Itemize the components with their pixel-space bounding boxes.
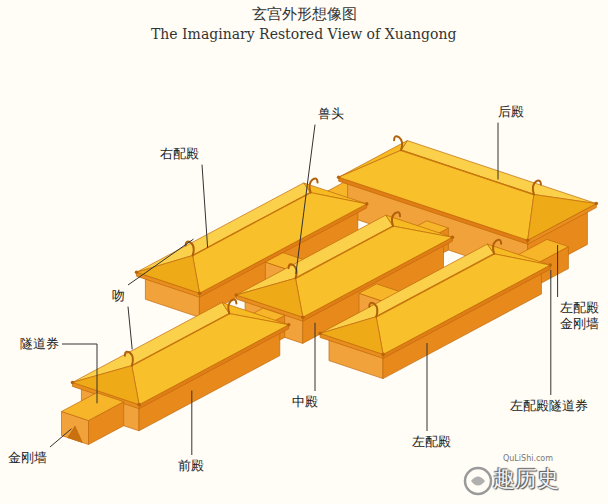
roof-ridge xyxy=(376,254,494,317)
leader-line xyxy=(550,270,551,395)
subtitle: The Imaginary Restored View of Xuangong xyxy=(151,26,456,43)
beast-head xyxy=(135,270,139,274)
callout-label: 隧道券 xyxy=(20,336,59,352)
ridge-ornament xyxy=(125,352,133,366)
beast-head xyxy=(198,291,202,295)
callout-label: 右配殿 xyxy=(160,146,199,162)
leader-line xyxy=(202,165,208,248)
beast-head xyxy=(287,323,291,327)
beast-head xyxy=(71,381,75,385)
beast-head xyxy=(137,403,141,407)
beast-head xyxy=(301,315,305,319)
beast-head xyxy=(318,332,322,336)
title: 玄宫外形想像图 xyxy=(252,5,357,23)
beast-head xyxy=(381,353,385,357)
watermark-logo xyxy=(465,468,491,494)
ridge-ornament xyxy=(392,212,400,226)
roof-ridge xyxy=(296,226,394,278)
beast-head xyxy=(365,202,369,206)
leader-lines xyxy=(50,123,558,455)
ridge-ornament xyxy=(369,303,377,317)
ridge-ornament xyxy=(493,240,501,254)
leader-line xyxy=(128,307,132,350)
roof-hip xyxy=(528,195,597,241)
leader-line xyxy=(128,239,194,285)
roof-slope xyxy=(376,254,550,355)
beast-head xyxy=(451,236,455,240)
roof-ridge xyxy=(401,150,534,194)
callout-label: 左配殿隧道券 xyxy=(510,398,588,414)
leader-line xyxy=(557,245,558,297)
beast-head xyxy=(234,293,238,297)
roof-ridge xyxy=(193,193,311,256)
roof-slope xyxy=(132,314,289,405)
callout-label: 前殿 xyxy=(178,458,204,474)
hall-block xyxy=(318,240,552,379)
leader-line xyxy=(50,429,71,447)
callout-label: 金刚墙 xyxy=(8,450,47,466)
watermark-logo xyxy=(471,477,485,486)
ridge-ornament xyxy=(228,300,236,314)
leader-line xyxy=(296,125,315,274)
leader-line xyxy=(191,391,192,455)
callout-label: 吻 xyxy=(112,288,125,304)
beast-head xyxy=(526,238,530,242)
hall-block xyxy=(62,393,124,445)
roof-ridge xyxy=(132,314,230,366)
roof-hip xyxy=(320,317,383,355)
xuangong-halls xyxy=(62,136,599,444)
ridge-ornament xyxy=(289,264,297,278)
leader-line xyxy=(62,344,97,403)
ridge-ornament xyxy=(533,181,541,195)
beast-head xyxy=(595,202,599,206)
watermark: 趣历史 xyxy=(493,466,559,492)
beast-head xyxy=(337,175,341,179)
ridge-ornament xyxy=(394,136,402,150)
roof-hip xyxy=(137,256,200,294)
watermark: QuLiShi.com xyxy=(503,454,553,464)
callout-label: 左配殿 xyxy=(412,434,451,450)
callout-label: 后殿 xyxy=(498,104,524,120)
ridge-ornament xyxy=(309,179,317,193)
beast-head xyxy=(549,263,553,267)
callout-label: 中殿 xyxy=(292,394,318,410)
arch-opening xyxy=(68,426,82,442)
leader-line xyxy=(498,123,499,180)
leader-line xyxy=(427,343,428,431)
vault-top xyxy=(62,393,124,421)
leader-line xyxy=(315,323,316,391)
callout-label: 兽头 xyxy=(318,106,344,122)
callout-label: 左配殿金刚墙 xyxy=(560,300,602,331)
